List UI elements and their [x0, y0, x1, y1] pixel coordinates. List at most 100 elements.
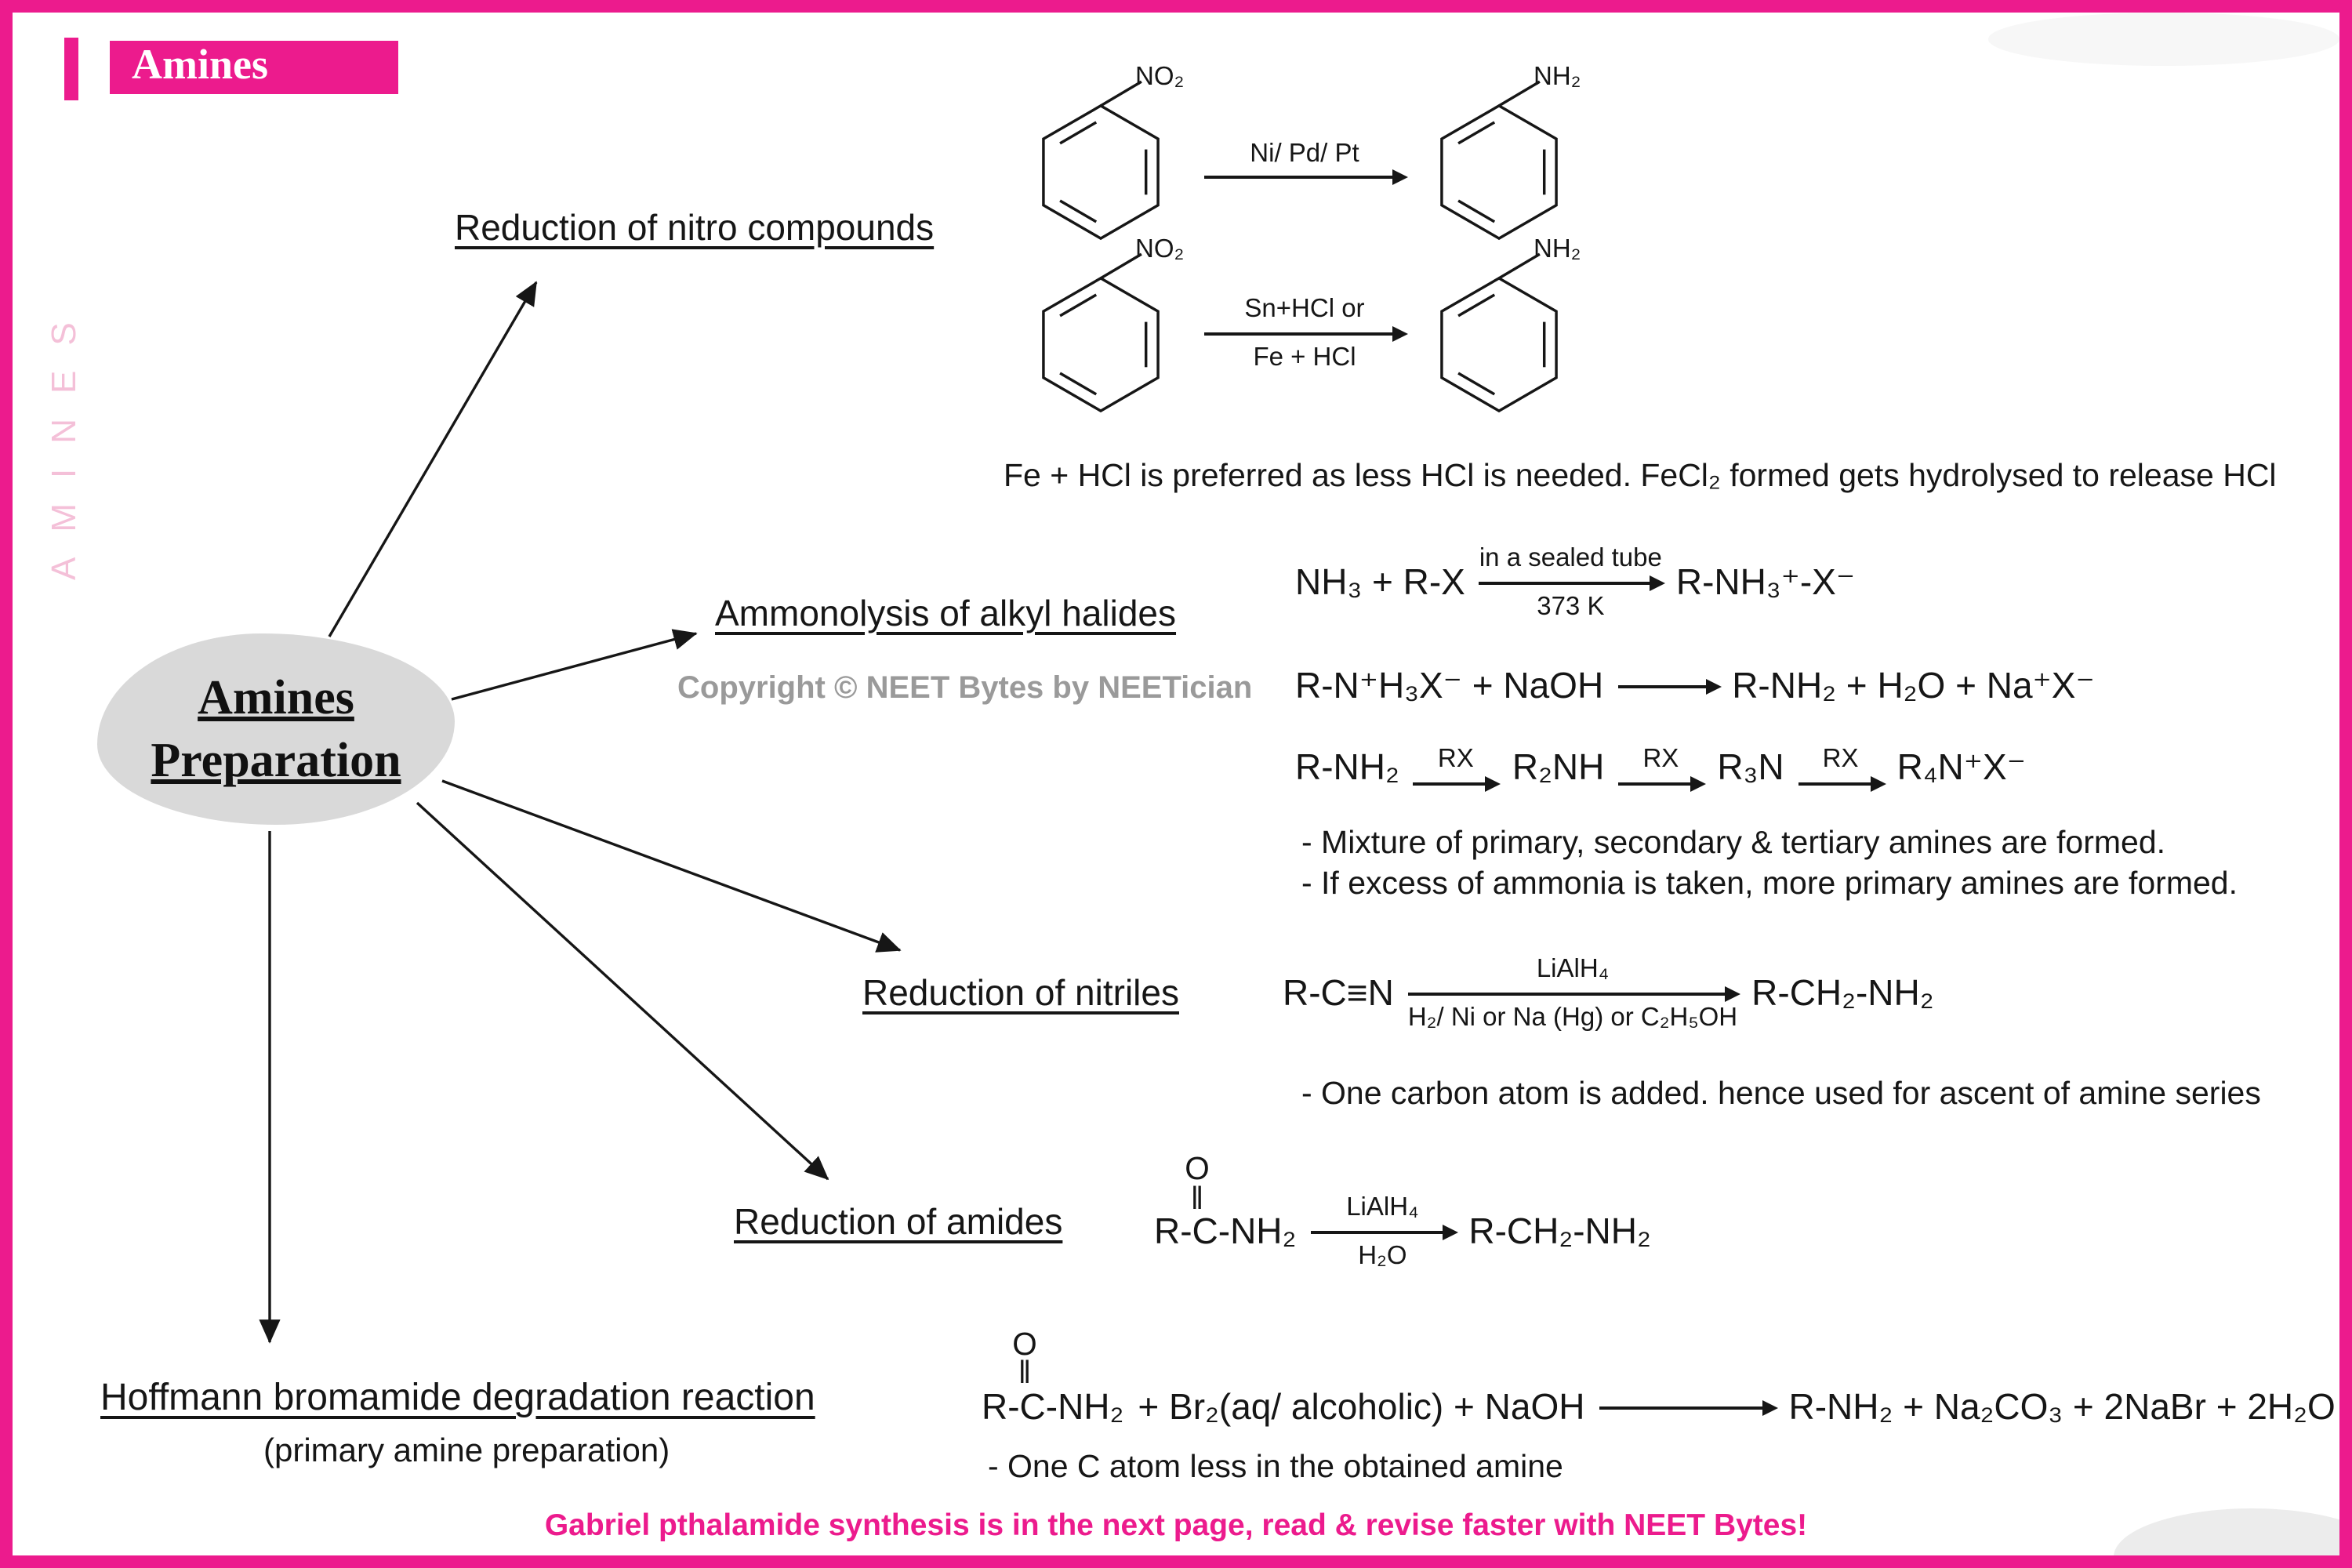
equation-rhs: R-NH₃⁺-X⁻ — [1675, 561, 1856, 603]
arrow-label-below: H₂/ Ni or Na (Hg) or C₂H₅OH — [1407, 1003, 1738, 1032]
equation-lhs: R-C-NH₂ — [1154, 1210, 1297, 1252]
watermark-smudge-top-right — [1988, 13, 2339, 66]
benzene-hexagon-icon — [1042, 80, 1160, 241]
nitriles-equation: R-C≡N LiAlH₄ H₂/ Ni or Na (Hg) or C₂H₅OH… — [1283, 953, 1934, 1034]
vertical-watermark-text: AMINES — [44, 297, 83, 580]
ammonolysis-note-1: - Mixture of primary, secondary & tertia… — [1301, 825, 2166, 861]
arrow-shaft — [1479, 575, 1664, 591]
amides-equation: O ‖ R-C-NH₂ LiAlH₄ H₂O R-CH₂-NH₂ — [1154, 1154, 1651, 1272]
arrow-label-above: RX — [1642, 745, 1679, 773]
arrow-shaft — [1204, 169, 1408, 186]
arrow-label-above: LiAlH₄ — [1536, 955, 1610, 983]
benzene-ring: NO₂ — [1022, 235, 1189, 417]
equation-step: R₃N — [1717, 746, 1784, 787]
arrow-label-below: Fe + HCl — [1253, 343, 1356, 372]
page-title: Amines — [132, 41, 268, 88]
substituent-label: NH₂ — [1534, 63, 1581, 91]
nitro-reaction-1: NO₂ Ni/ Pd/ Pt NH₂ — [1022, 63, 1587, 245]
arrow-shaft — [1599, 1399, 1778, 1415]
benzene-ring: NH₂ — [1421, 63, 1587, 245]
arrow-shaft — [1617, 678, 1722, 694]
center-topic-line2: Preparation — [151, 732, 401, 787]
arrow-label-above: in a sealed tube — [1479, 544, 1662, 572]
arrow-label-above: LiAlH₄ — [1346, 1193, 1419, 1221]
equation-lhs: NH₃ + R-X — [1295, 561, 1465, 603]
equation-rhs: R-NH₂ + Na₂CO₃ + 2NaBr + 2H₂O — [1788, 1386, 2336, 1427]
equation-lhs: R-C-NH₂ — [982, 1386, 1124, 1427]
ammonolysis-equation-2: R-N⁺H₃X⁻ + NaOH R-NH₂ + H₂O + Na⁺X⁻ — [1295, 665, 2095, 707]
equation-step: R-NH₂ — [1295, 746, 1399, 787]
ammonolysis-equation-3: R-NH₂ RX R₂NH RX R₃N RX R₄N⁺X⁻ — [1295, 743, 2027, 792]
footer-promo-text: Gabriel pthalamide synthesis is in the n… — [544, 1508, 1808, 1543]
substituent-label: NO₂ — [1135, 235, 1185, 263]
reaction-arrow: Sn+HCl or Fe + HCl — [1204, 294, 1408, 375]
reaction-arrow: RX — [1413, 743, 1501, 792]
nitriles-note: - One carbon atom is added. hence used f… — [1301, 1076, 2261, 1112]
carbonyl-oxygen: O — [1012, 1327, 1037, 1363]
carbonyl-group: O ‖ R-C-NH₂ — [982, 1330, 1124, 1428]
heading-hoffmann-bromamide: Hoffmann bromamide degradation reaction — [100, 1377, 815, 1419]
reaction-arrow — [1599, 1399, 1778, 1415]
equation-rhs: R-CH₂-NH₂ — [1751, 972, 1934, 1014]
reaction-arrow: RX — [1618, 743, 1707, 792]
benzene-hexagon-icon — [1440, 252, 1558, 413]
benzene-hexagon-icon — [1042, 252, 1160, 413]
arrow-label-above: RX — [1822, 745, 1859, 773]
equation-rhs: R-NH₂ + H₂O + Na⁺X⁻ — [1732, 665, 2095, 706]
arrow-shaft — [1204, 326, 1408, 342]
reaction-arrow: LiAlH₄ H₂/ Ni or Na (Hg) or C₂H₅OH — [1407, 953, 1741, 1034]
arrow-shaft — [1310, 1224, 1458, 1240]
arrow-label-above: Sn+HCl or — [1244, 295, 1365, 324]
connector-to-ammonolysis — [451, 629, 698, 701]
reaction-arrow: RX — [1798, 743, 1886, 792]
arrow-label-above: RX — [1437, 745, 1474, 773]
arrow-shaft — [1798, 775, 1886, 792]
reaction-arrow: LiAlH₄ H₂O — [1310, 1192, 1458, 1272]
arrow-label-below: H₂O — [1358, 1241, 1407, 1270]
benzene-ring: NO₂ — [1022, 63, 1189, 245]
carbonyl-double-bond: ‖ — [1018, 1356, 1032, 1392]
center-topic-line1: Amines — [198, 669, 354, 724]
nitro-reaction-2: NO₂ Sn+HCl or Fe + HCl NH₂ — [1022, 235, 1587, 417]
ammonolysis-note-2: - If excess of ammonia is taken, more pr… — [1301, 866, 2238, 902]
carbonyl-oxygen-group: O ‖ — [1012, 1327, 1037, 1392]
carbonyl-oxygen-group: O ‖ — [1185, 1152, 1210, 1214]
substituent-label: NO₂ — [1135, 63, 1185, 91]
connector-to-nitro — [328, 281, 538, 637]
copyright-watermark: Copyright © NEET Bytes by NEETician — [677, 671, 1253, 706]
banner-accent-stripe — [64, 38, 78, 100]
hoffmann-subheading: (primary amine preparation) — [263, 1433, 670, 1469]
carbonyl-oxygen: O — [1185, 1152, 1210, 1187]
ammonolysis-equation-1: NH₃ + R-X in a sealed tube 373 K R-NH₃⁺-… — [1295, 543, 1855, 623]
substituent-label: NH₂ — [1534, 235, 1581, 263]
carbonyl-group: O ‖ R-C-NH₂ — [1154, 1154, 1297, 1253]
heading-ammonolysis-of-alkyl-halides: Ammonolysis of alkyl halides — [715, 593, 1177, 633]
equation-rhs: R-CH₂-NH₂ — [1468, 1210, 1651, 1252]
hoffmann-note: - One C atom less in the obtained amine — [988, 1449, 1563, 1485]
reaction-arrow — [1617, 678, 1722, 694]
arrow-shaft — [1618, 775, 1707, 792]
heading-reduction-of-nitriles: Reduction of nitriles — [862, 972, 1179, 1013]
equation-mid: + Br₂(aq/ alcoholic) + NaOH — [1138, 1386, 1585, 1427]
equation-lhs: R-C≡N — [1283, 972, 1394, 1014]
equation-lhs: R-N⁺H₃X⁻ + NaOH — [1295, 665, 1604, 706]
reaction-arrow: in a sealed tube 373 K — [1479, 543, 1664, 623]
benzene-hexagon-icon — [1440, 80, 1558, 241]
reaction-arrow: Ni/ Pd/ Pt — [1204, 137, 1408, 186]
hoffmann-equation: O ‖ R-C-NH₂ + Br₂(aq/ alcoholic) + NaOH … — [982, 1330, 2336, 1428]
equation-step: R₄N⁺X⁻ — [1896, 746, 2027, 787]
heading-reduction-of-nitro-compounds: Reduction of nitro compounds — [455, 207, 935, 248]
benzene-ring: NH₂ — [1421, 235, 1587, 417]
heading-reduction-of-amides: Reduction of amides — [734, 1201, 1063, 1242]
center-topic-node: Amines Preparation — [97, 633, 455, 825]
connector-to-amides — [416, 801, 829, 1181]
connector-to-nitriles — [441, 779, 902, 953]
arrow-label-below: 373 K — [1537, 592, 1605, 621]
arrow-shaft — [1407, 985, 1741, 1002]
page-title-banner: Amines — [110, 41, 398, 94]
nitro-note: Fe + HCl is preferred as less HCl is nee… — [1004, 458, 2277, 494]
arrow-shaft — [1413, 775, 1501, 792]
equation-step: R₂NH — [1512, 746, 1605, 787]
arrow-label-above: Ni/ Pd/ Pt — [1250, 139, 1359, 168]
